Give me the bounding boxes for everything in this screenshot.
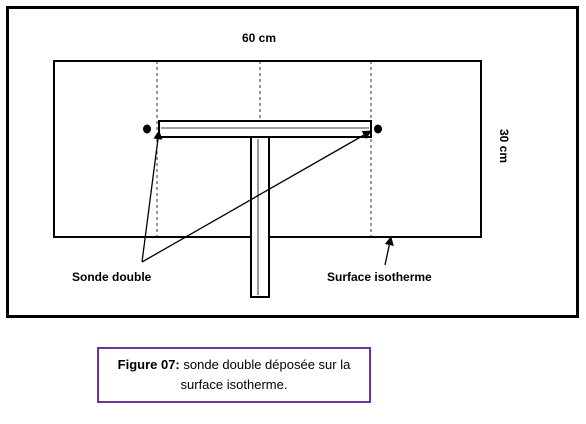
probe-tip-left <box>143 124 151 134</box>
probe-label: Sonde double <box>72 270 152 284</box>
figure-caption: Figure 07: sonde double déposée sur la s… <box>97 347 371 403</box>
caption-line-1: sonde double déposée sur la <box>179 357 351 372</box>
outer-frame <box>6 6 579 318</box>
probe-tip-right <box>374 124 382 134</box>
surface-pointer <box>384 236 394 266</box>
probe-pointer-left <box>141 130 163 263</box>
caption-line-2: surface isotherme. <box>180 377 288 392</box>
caption-figure-number: Figure 07: <box>117 357 180 372</box>
probe-pointer-right <box>141 130 372 263</box>
width-label: 60 cm <box>242 31 276 45</box>
probe-stem <box>250 136 270 298</box>
probe-crossbar <box>158 120 372 138</box>
figure-diagram: 60 cm 30 cm Sonde double Surface isother… <box>6 6 579 318</box>
surface-label: Surface isotherme <box>327 270 432 284</box>
height-label: 30 cm <box>497 129 511 163</box>
caption-text: Figure 07: sonde double déposée sur la s… <box>118 355 351 395</box>
